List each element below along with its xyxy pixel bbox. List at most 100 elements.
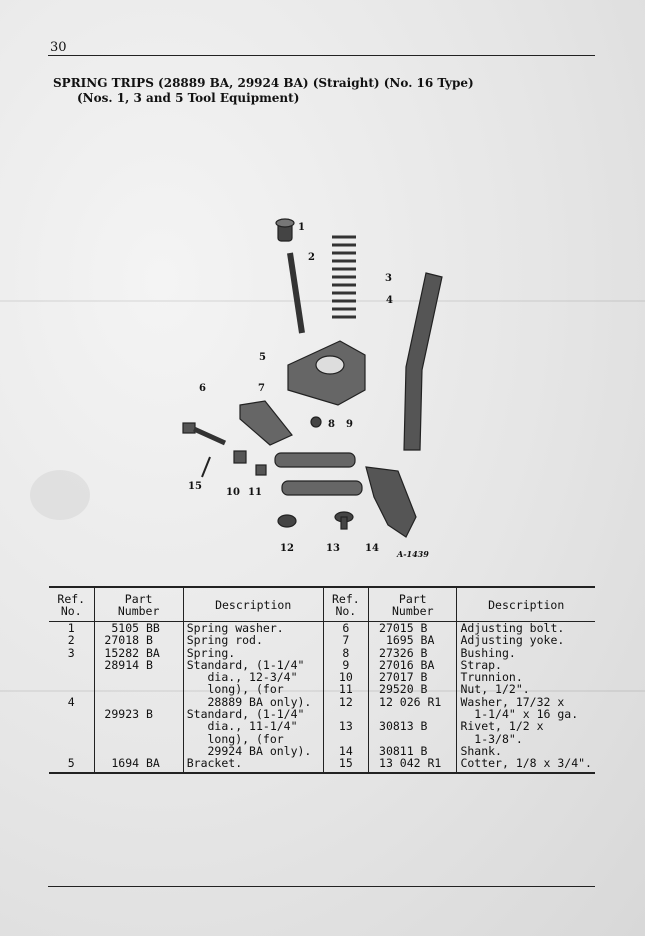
ref-no-cell-2: 7 — [322, 634, 369, 647]
callout-13: 13 — [326, 543, 340, 554]
part-number-cell — [93, 744, 184, 758]
part-number-cell — [93, 695, 184, 709]
part-number-cell-2: 30811 B — [368, 745, 457, 757]
part-number-cell: 1694 BA — [93, 757, 184, 774]
ref-no-cell — [49, 671, 94, 683]
nut-part — [255, 464, 267, 476]
description-cell-2: Adjusting yoke. — [456, 634, 595, 647]
header-rule — [48, 55, 595, 56]
callout-4: 4 — [386, 295, 393, 306]
description-cell: Spring washer. — [182, 622, 324, 634]
part-number-cell-2: 30813 B — [368, 720, 457, 733]
ref-no-cell-2: 14 — [322, 745, 369, 757]
spring-washer-part — [275, 218, 295, 242]
callout-10: 10 — [226, 487, 240, 498]
callout-7: 7 — [258, 383, 265, 394]
part-number-cell-2: 27015 B — [368, 622, 457, 634]
description-cell-2: Trunnion. — [456, 671, 595, 683]
spring-part — [332, 235, 356, 319]
description-cell-2: Bushing. — [456, 646, 595, 659]
callout-11: 11 — [248, 487, 262, 498]
description-cell-2: Washer, 17/32 x — [456, 695, 595, 708]
callout-12: 12 — [280, 543, 294, 554]
spring-rod-part — [287, 252, 305, 334]
description-cell: Spring. — [182, 646, 324, 659]
description-cell-2: Nut, 1/2". — [456, 683, 595, 696]
callout-2: 2 — [308, 252, 315, 263]
description-cell: dia., 11-1/4" — [182, 720, 324, 733]
description-cell: 29924 BA only). — [182, 745, 324, 757]
ref-no-cell — [49, 708, 94, 720]
part-number-cell-2: 1695 BA — [368, 634, 457, 647]
washer-part — [277, 514, 297, 528]
part-number-cell-2: 29520 B — [368, 683, 457, 696]
ref-no-cell-2: 6 — [322, 622, 369, 634]
callout-6: 6 — [199, 383, 206, 394]
description-cell: long), (for — [182, 732, 324, 745]
table-row: long), (for 1-3/8". — [49, 732, 595, 745]
ref-no-cell-2: 9 — [322, 659, 369, 671]
description-cell: long), (for — [182, 683, 324, 696]
description-cell-2: 1-1/4" x 16 ga. — [456, 708, 595, 720]
adjusting-bolt-part — [182, 422, 227, 446]
ref-no-cell — [49, 720, 94, 732]
description-cell: Standard, (1-1/4" — [182, 659, 324, 671]
paper-stain — [30, 470, 90, 520]
ref-no-cell — [49, 683, 94, 695]
cotter-part — [201, 456, 211, 478]
ref-no-cell-2: 11 — [322, 683, 369, 696]
table-header-row: Ref. No. Part Number Description Ref. No… — [49, 586, 595, 622]
page-title: SPRING TRIPS (28889 BA, 29924 BA) (Strai… — [53, 76, 474, 106]
exploded-parts-diagram: 1 2 3 4 5 6 7 8 9 10 11 12 13 14 15 A-14… — [182, 218, 443, 559]
ref-no-cell-2: 12 — [322, 695, 369, 708]
header-description-2: Description — [456, 586, 595, 622]
parts-table: Ref. No. Part Number Description Ref. No… — [49, 586, 595, 774]
description-cell-2: 1-3/8". — [456, 732, 595, 745]
part-number-cell: 28914 B — [93, 659, 184, 671]
part-number-cell — [93, 621, 184, 622]
part-number-cell: 15282 BA — [93, 646, 184, 659]
part-number-cell-2: 27017 B — [368, 671, 457, 683]
ref-no-cell-2 — [322, 732, 369, 745]
ref-no-cell: 2 — [67, 633, 75, 648]
description-cell: Standard, (1-1/4" — [182, 708, 324, 720]
ref-no-cell-2: 13 — [322, 720, 369, 733]
header-ref-no: Ref. No. — [49, 586, 94, 622]
part-number-cell — [93, 732, 184, 745]
description-cell-2 — [456, 621, 595, 622]
footer-rule — [48, 886, 595, 887]
strap-part-lower — [281, 480, 363, 496]
part-number-cell: 27018 B — [93, 634, 184, 647]
ref-no-cell-2: 8 — [322, 646, 369, 659]
rivet-part — [334, 511, 354, 530]
part-number-cell-2: 12 026 R1 — [368, 695, 457, 708]
description-cell-2: Adjusting bolt. — [456, 622, 595, 634]
ref-no-cell — [49, 659, 94, 671]
part-number-cell-2: 27326 B — [368, 646, 457, 659]
callout-8: 8 — [328, 419, 335, 430]
ref-no-cell-2: 15 — [322, 757, 369, 774]
description-cell-2: Shank. — [456, 745, 595, 757]
figure-code: A-1439 — [396, 549, 429, 559]
trunnion-part — [233, 450, 247, 464]
part-number-cell-2 — [368, 732, 457, 745]
ref-no-cell: 3 — [67, 645, 75, 660]
bushing-part — [310, 416, 322, 428]
callout-14: 14 — [365, 543, 379, 554]
description-cell — [182, 621, 324, 622]
part-number-cell — [93, 720, 184, 733]
adjusting-yoke-part — [239, 400, 293, 446]
part-number-cell: 29923 B — [93, 708, 184, 720]
part-number-cell: 5105 BB — [93, 622, 184, 634]
part-number-cell — [93, 671, 184, 684]
